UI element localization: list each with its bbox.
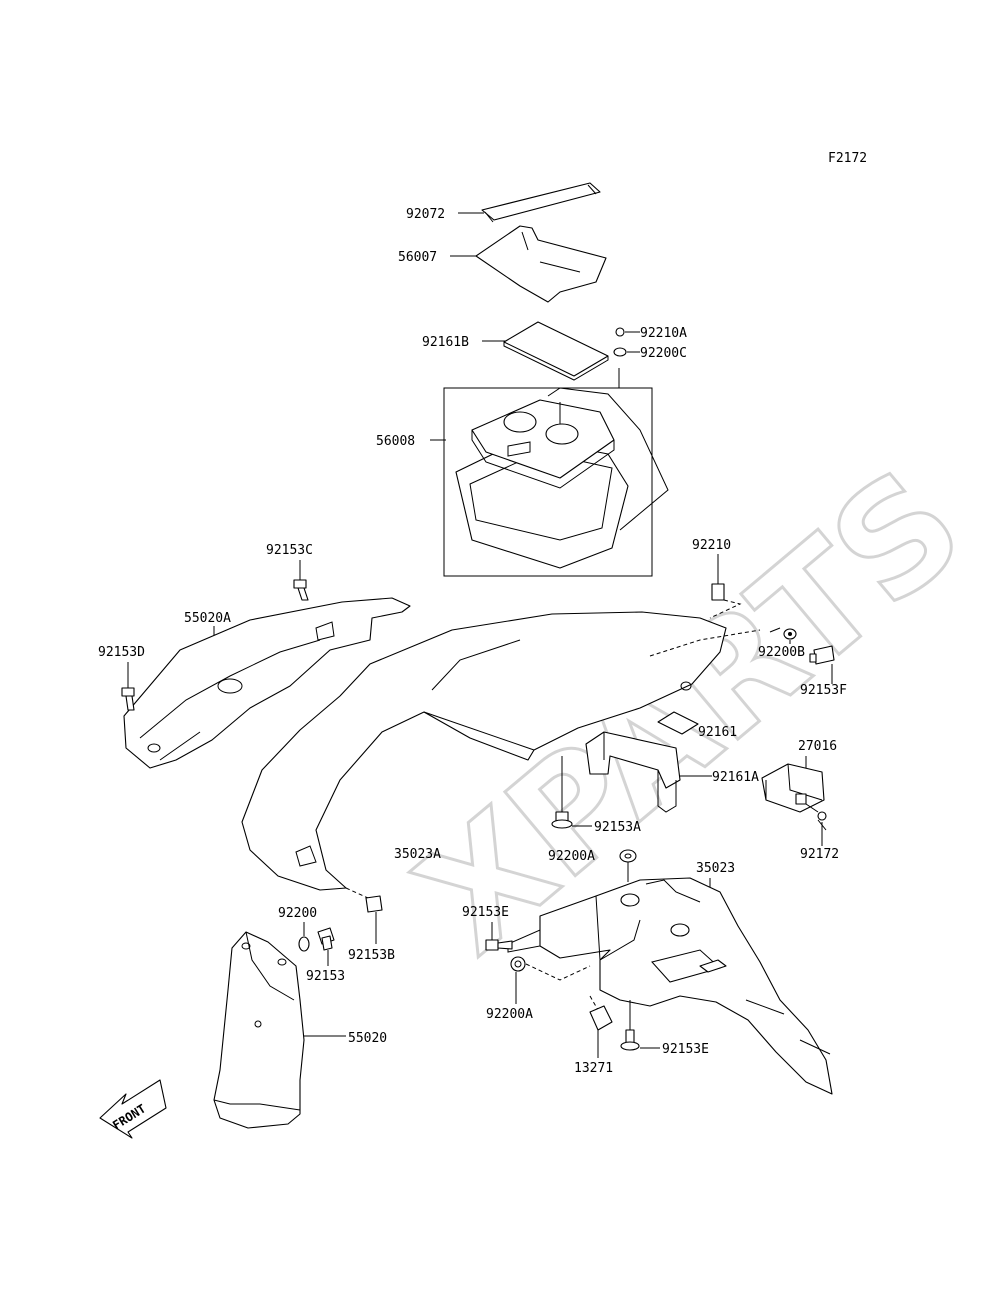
callout-35023A[interactable]: 35023A: [394, 847, 441, 862]
part-56007-tool-bag: [475, 225, 607, 303]
callout-56007[interactable]: 56007: [398, 250, 437, 265]
part-92153C-bolt: [293, 579, 309, 601]
part-35023-rear-flap: [507, 877, 833, 1095]
callout-92210[interactable]: 92210: [692, 538, 731, 553]
callout-92153E-bottom[interactable]: 92153E: [662, 1042, 709, 1057]
part-92200A-washer-top: [619, 849, 637, 863]
part-92200A-washer-bottom: [510, 956, 526, 972]
part-92153F-bolt: [809, 645, 835, 665]
callout-92153B[interactable]: 92153B: [348, 948, 395, 963]
callout-92153F[interactable]: 92153F: [800, 683, 847, 698]
callout-92153[interactable]: 92153: [306, 969, 345, 984]
callout-92153C[interactable]: 92153C: [266, 543, 313, 558]
callout-92210A[interactable]: 92210A: [640, 326, 687, 341]
callout-92172[interactable]: 92172: [800, 847, 839, 862]
part-55020A-side-guard: [123, 597, 411, 769]
callout-55020A[interactable]: 55020A: [184, 611, 231, 626]
part-92161-pad: [657, 711, 699, 735]
front-direction-arrow: FRONT: [99, 1079, 167, 1139]
part-92153E-bolt-bottom: [620, 1029, 640, 1051]
callout-92161[interactable]: 92161: [698, 725, 737, 740]
callout-92153A[interactable]: 92153A: [594, 820, 641, 835]
part-92153E-bolt-left: [485, 939, 513, 951]
callout-55020[interactable]: 55020: [348, 1031, 387, 1046]
callout-27016[interactable]: 27016: [798, 739, 837, 754]
part-92153-bolt: [317, 927, 335, 951]
part-56008-storage-case: [455, 387, 669, 569]
part-55020-mud-flap: [213, 931, 305, 1129]
part-13271-clip: [589, 1005, 613, 1031]
callout-92153E-left[interactable]: 92153E: [462, 905, 509, 920]
callout-92161A[interactable]: 92161A: [712, 770, 759, 785]
part-92161A-bracket: [585, 731, 681, 813]
figure-code: F2172: [828, 151, 867, 166]
callout-92200[interactable]: 92200: [278, 906, 317, 921]
callout-92200A-top[interactable]: 92200A: [548, 849, 595, 864]
part-92072-strap: [481, 182, 601, 223]
callout-92200B[interactable]: 92200B: [758, 645, 805, 660]
part-92161B-pad: [503, 321, 609, 381]
callout-35023[interactable]: 35023: [696, 861, 735, 876]
callout-92200C[interactable]: 92200C: [640, 346, 687, 361]
part-92200-washer: [298, 936, 310, 952]
part-35023A-rear-fender: [241, 611, 761, 891]
callout-92161B[interactable]: 92161B: [422, 335, 469, 350]
part-92200C-washer: [613, 347, 627, 357]
part-92210-clip: [711, 583, 725, 601]
box-56008-frame: [443, 387, 653, 577]
callout-92200A-bottom[interactable]: 92200A: [486, 1007, 533, 1022]
part-92153B-bolt: [365, 895, 383, 913]
callout-56008[interactable]: 56008: [376, 434, 415, 449]
callout-13271[interactable]: 13271: [574, 1061, 613, 1076]
part-92153D-bolt: [121, 687, 135, 711]
part-27016-lamp: [761, 763, 825, 813]
part-92153A-bolt: [551, 811, 573, 829]
callout-92153D[interactable]: 92153D: [98, 645, 145, 660]
callout-92072[interactable]: 92072: [406, 207, 445, 222]
part-92210A-nut: [615, 327, 625, 337]
part-92200B-washer: [783, 628, 797, 640]
